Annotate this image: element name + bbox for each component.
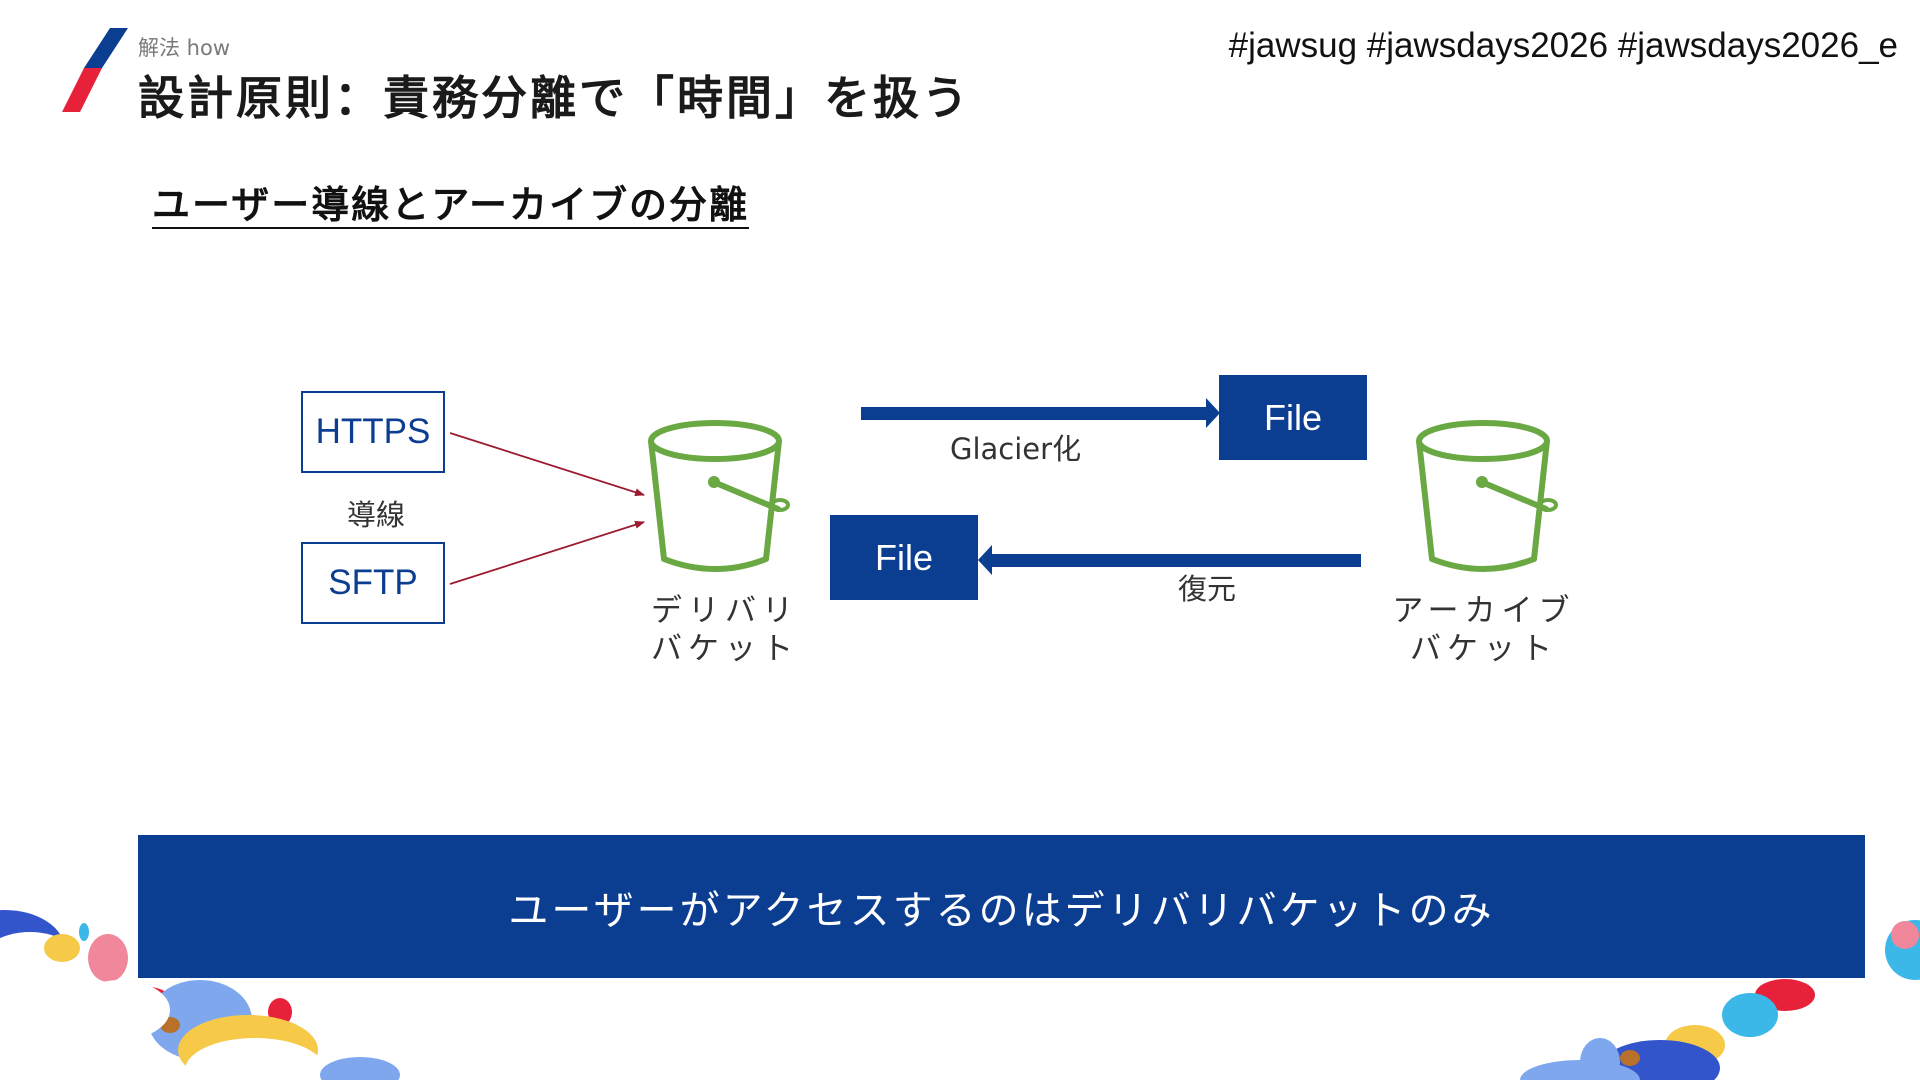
section-label: 解法 how [138,36,231,60]
archive-flow-arrow [861,398,1220,428]
bucket-icon [1416,420,1558,572]
archived-file-box: File [1219,375,1367,460]
restore-flow-arrow [978,545,1361,575]
title-slash-logo [62,28,128,112]
sftp-arrow [449,520,645,585]
summary-banner: ユーザーがアクセスするのはデリバリバケットのみ [138,835,1865,978]
archive-bucket-label-line2: バケット [1410,631,1558,667]
page-title: 設計原則：責務分離で「時間」を扱う [138,71,971,125]
sftp-box: SFTP [301,542,445,624]
restore-flow-label: 復元 [1178,572,1237,606]
slide-subtitle: ユーザー導線とアーカイブの分離 [152,183,749,227]
routes-label: 導線 [347,498,406,532]
archive-bucket-label: アーカイブ バケット [1392,592,1576,668]
bucket-icon [648,420,790,572]
delivery-bucket-label-line1: デリバリ [651,593,799,629]
restored-file-box: File [830,515,978,600]
delivery-bucket-label-line2: バケット [651,631,799,667]
https-arrow [449,432,645,497]
summary-banner-text: ユーザーがアクセスするのはデリバリバケットのみ [508,887,1495,934]
hashtags: #jawsug #jawsdays2026 #jawsdays2026_e [1228,26,1898,65]
archive-bucket-label-line1: アーカイブ [1392,593,1576,629]
https-box: HTTPS [301,391,445,473]
archive-flow-label: Glacier化 [950,432,1082,466]
delivery-bucket-label: デリバリ バケット [640,592,810,668]
